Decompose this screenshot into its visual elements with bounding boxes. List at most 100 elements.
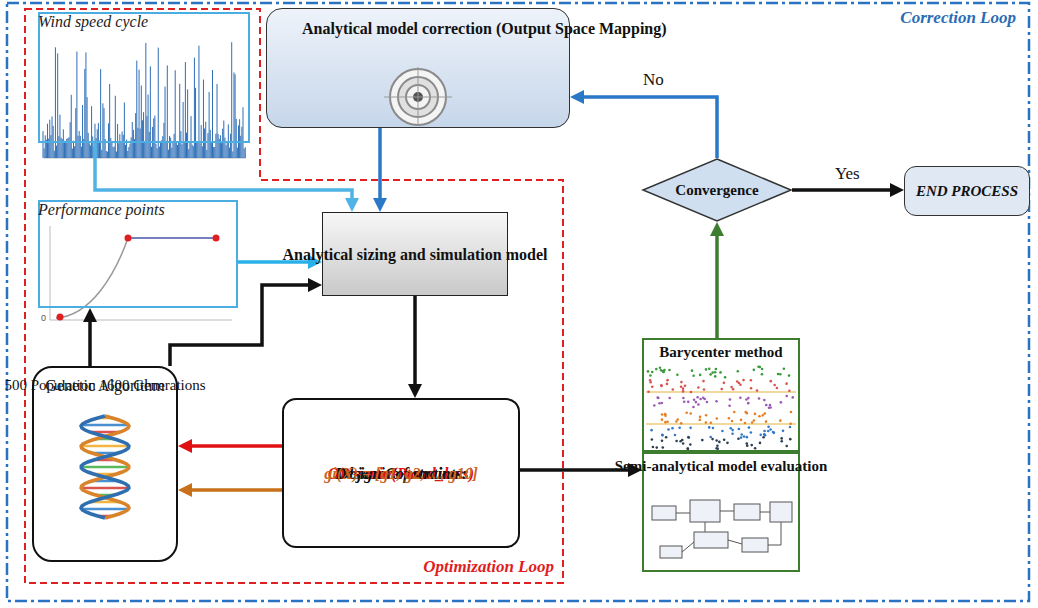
wind-spike (49, 120, 50, 158)
scatter-dot (750, 444, 753, 447)
scatter-dot (743, 435, 746, 438)
end-process-text: END PROCESS (916, 182, 1018, 200)
scatter-dot (702, 380, 705, 383)
scatter-dot (649, 374, 652, 377)
wind-spike (157, 148, 158, 158)
wind-spike (178, 142, 179, 158)
scatter-dot (789, 423, 792, 426)
wind-spike (78, 136, 79, 158)
wind-spike (113, 147, 114, 158)
scatter-dot (758, 415, 761, 418)
wind-spike (135, 113, 136, 158)
scatter-dot (678, 426, 681, 429)
wind-spike (52, 116, 53, 158)
dna-rung (81, 445, 129, 448)
wind-spike (170, 138, 171, 158)
scatter-dot (790, 411, 793, 414)
scatter-dot (680, 381, 683, 384)
wind-spike (207, 133, 208, 158)
scatter-dot (712, 427, 715, 430)
wind-spike (84, 69, 85, 158)
wind-spike (197, 142, 198, 158)
wind-spike (202, 146, 203, 158)
scatter-dot (680, 422, 683, 425)
scatter-dot (689, 412, 692, 415)
scatter-dot (737, 437, 740, 440)
wind-spike (75, 108, 76, 158)
scatter-dot (740, 419, 743, 422)
scatter-dot (687, 436, 690, 439)
scatter-dot (759, 442, 762, 445)
genetic-algorithm-box: Genetic Algorithm500 Population 1600 Gen… (32, 366, 178, 562)
wind-spike (162, 136, 163, 158)
wind-spike (183, 102, 184, 158)
scatter-dot (753, 419, 756, 422)
scatter-dot (671, 427, 674, 430)
scatter-dot (661, 413, 664, 416)
wind-spike (102, 103, 103, 158)
flow-arrow (170, 285, 315, 366)
scatter-dot (745, 442, 748, 445)
scatter-dot (772, 431, 775, 434)
wind-spike (215, 134, 216, 158)
wind-spike (200, 143, 201, 158)
scatter-dot (756, 389, 759, 392)
crosshair (418, 67, 419, 126)
wind-spike (127, 151, 128, 158)
scatter-dot (759, 434, 762, 437)
scatter-dot (730, 386, 733, 389)
scatter-dot (657, 397, 660, 400)
wind-spike (227, 141, 228, 158)
scatter-dot (661, 433, 664, 436)
wind-spike (192, 145, 193, 158)
wind-spike (89, 143, 90, 158)
scatter-dot (779, 419, 782, 422)
wind-spike (87, 97, 88, 158)
scatter-dot (659, 366, 662, 369)
scatter-dot (780, 437, 783, 440)
wind-spike (143, 112, 144, 158)
scatter-dot (653, 404, 656, 407)
scatter-dot (776, 387, 779, 390)
performance-points-panel: Performance points (38, 200, 238, 308)
wind-spike (120, 141, 121, 158)
scatter-dot (769, 404, 772, 407)
scatter-dot (724, 376, 727, 379)
wind-spike (104, 108, 105, 158)
wind-spike (163, 123, 164, 158)
scatter-dot (666, 379, 669, 382)
wind-spike (44, 148, 45, 158)
scatter-dot (779, 373, 782, 376)
scatter-dot (751, 421, 754, 424)
wind-speed-plot (43, 42, 245, 158)
barycenter-plot (646, 366, 796, 451)
wind-spike (90, 145, 91, 158)
scatter-dot (773, 384, 776, 387)
flow-arrow (95, 143, 352, 205)
scatter-dot (763, 430, 766, 433)
wind-spike (221, 143, 222, 158)
dna-rung (81, 466, 129, 469)
scatter-dot (740, 436, 743, 439)
scatter-dot (697, 386, 700, 389)
model-correction-text: Analytical model correction (Output Spac… (302, 19, 534, 39)
scatter-dot (715, 368, 718, 371)
scatter-dot (699, 416, 702, 419)
wind-spike (122, 132, 123, 158)
wind-spike (240, 136, 241, 158)
scatter-dot (785, 382, 788, 385)
scatter-dot (744, 411, 747, 414)
wind-spike (111, 143, 112, 158)
scatter-dot (668, 369, 671, 372)
wind-spike (220, 135, 221, 158)
scatter-dot (685, 411, 688, 414)
wind-spike (92, 137, 93, 158)
scatter-dot (747, 402, 750, 405)
scatter-dot (736, 380, 739, 383)
scatter-dot (715, 439, 718, 442)
scatter-dot (692, 406, 695, 409)
scatter-dot (723, 438, 726, 441)
dna-strand (81, 416, 129, 518)
